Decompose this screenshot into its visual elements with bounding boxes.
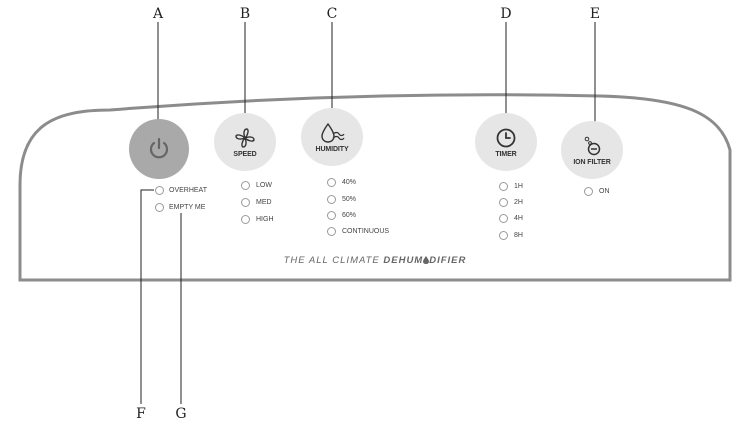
indicator-label: HIGH (256, 215, 274, 223)
led-icon (155, 185, 164, 195)
indicator-timer-2h: 2H (499, 196, 523, 208)
humidity-icon (321, 122, 345, 143)
callout-f: F (136, 406, 146, 422)
led-icon (241, 180, 250, 190)
droplet-icon (423, 256, 430, 264)
indicator-humidity-40: 40% (327, 176, 356, 188)
led-icon (584, 186, 593, 196)
indicator-label: LOW (256, 181, 272, 189)
humidity-label: HUMIDITY (315, 145, 349, 153)
power-icon (149, 137, 169, 159)
indicator-ion-on: ON (584, 185, 610, 197)
humidity-button[interactable]: HUMIDITY (301, 108, 363, 166)
indicator-speed-high: HIGH (241, 213, 274, 225)
indicator-timer-1h: 1H (499, 180, 523, 192)
speed-button[interactable]: SPEED (214, 113, 276, 171)
brand-part-1: THE ALL CLIMATE (283, 255, 384, 266)
indicator-label: 8H (514, 231, 523, 239)
brand-part-3: DIFIER (429, 255, 467, 266)
indicator-label: 1H (514, 182, 523, 190)
timer-button[interactable]: TIMER (475, 113, 537, 171)
ion-filter-button[interactable]: ION FILTER (561, 121, 623, 179)
led-icon (499, 213, 508, 223)
callout-e: E (589, 6, 601, 22)
callout-b: B (239, 6, 251, 22)
led-icon (327, 194, 336, 204)
indicator-label: 4H (514, 214, 523, 222)
power-button[interactable] (129, 119, 189, 179)
ion-filter-label: ION FILTER (573, 158, 611, 166)
indicator-humidity-50: 50% (327, 193, 356, 205)
indicator-label: 50% (342, 195, 357, 203)
indicator-label: CONTINUOUS (342, 227, 390, 235)
callout-g: G (175, 406, 187, 422)
indicator-empty-me: EMPTY ME (155, 201, 205, 213)
indicator-humidity-60: 60% (327, 209, 356, 221)
led-icon (327, 226, 336, 236)
indicator-label: EMPTY ME (169, 203, 206, 211)
brand-part-2: DEHUM (383, 255, 424, 266)
clock-icon (496, 128, 516, 147)
indicator-label: 40% (342, 178, 357, 186)
fan-icon (235, 127, 255, 148)
led-icon (499, 181, 508, 191)
indicator-timer-8h: 8H (499, 229, 523, 241)
ion-icon (584, 136, 601, 155)
indicator-label: MED (256, 198, 272, 206)
callout-d: D (500, 6, 512, 22)
led-icon (155, 202, 164, 212)
speed-label: SPEED (233, 150, 257, 158)
indicator-humidity-continuous: CONTINUOUS (327, 225, 389, 237)
indicator-label: ON (599, 187, 610, 195)
indicator-speed-low: LOW (241, 179, 272, 191)
indicator-overheat: OVERHEAT (155, 184, 207, 196)
callout-a: A (152, 6, 164, 22)
led-icon (241, 214, 250, 224)
callout-c: C (326, 6, 338, 22)
led-icon (327, 210, 336, 220)
indicator-timer-4h: 4H (499, 212, 523, 224)
indicator-label: 60% (342, 211, 357, 219)
brand-text: THE ALL CLIMATE DEHUM DIFIER (220, 255, 530, 266)
led-icon (241, 197, 250, 207)
led-icon (499, 197, 508, 207)
leader-lines (140, 22, 596, 404)
indicator-label: OVERHEAT (169, 186, 207, 194)
indicator-label: 2H (514, 198, 523, 206)
led-icon (327, 177, 336, 187)
indicator-speed-med: MED (241, 196, 272, 208)
led-icon (499, 230, 508, 240)
timer-label: TIMER (495, 150, 517, 158)
